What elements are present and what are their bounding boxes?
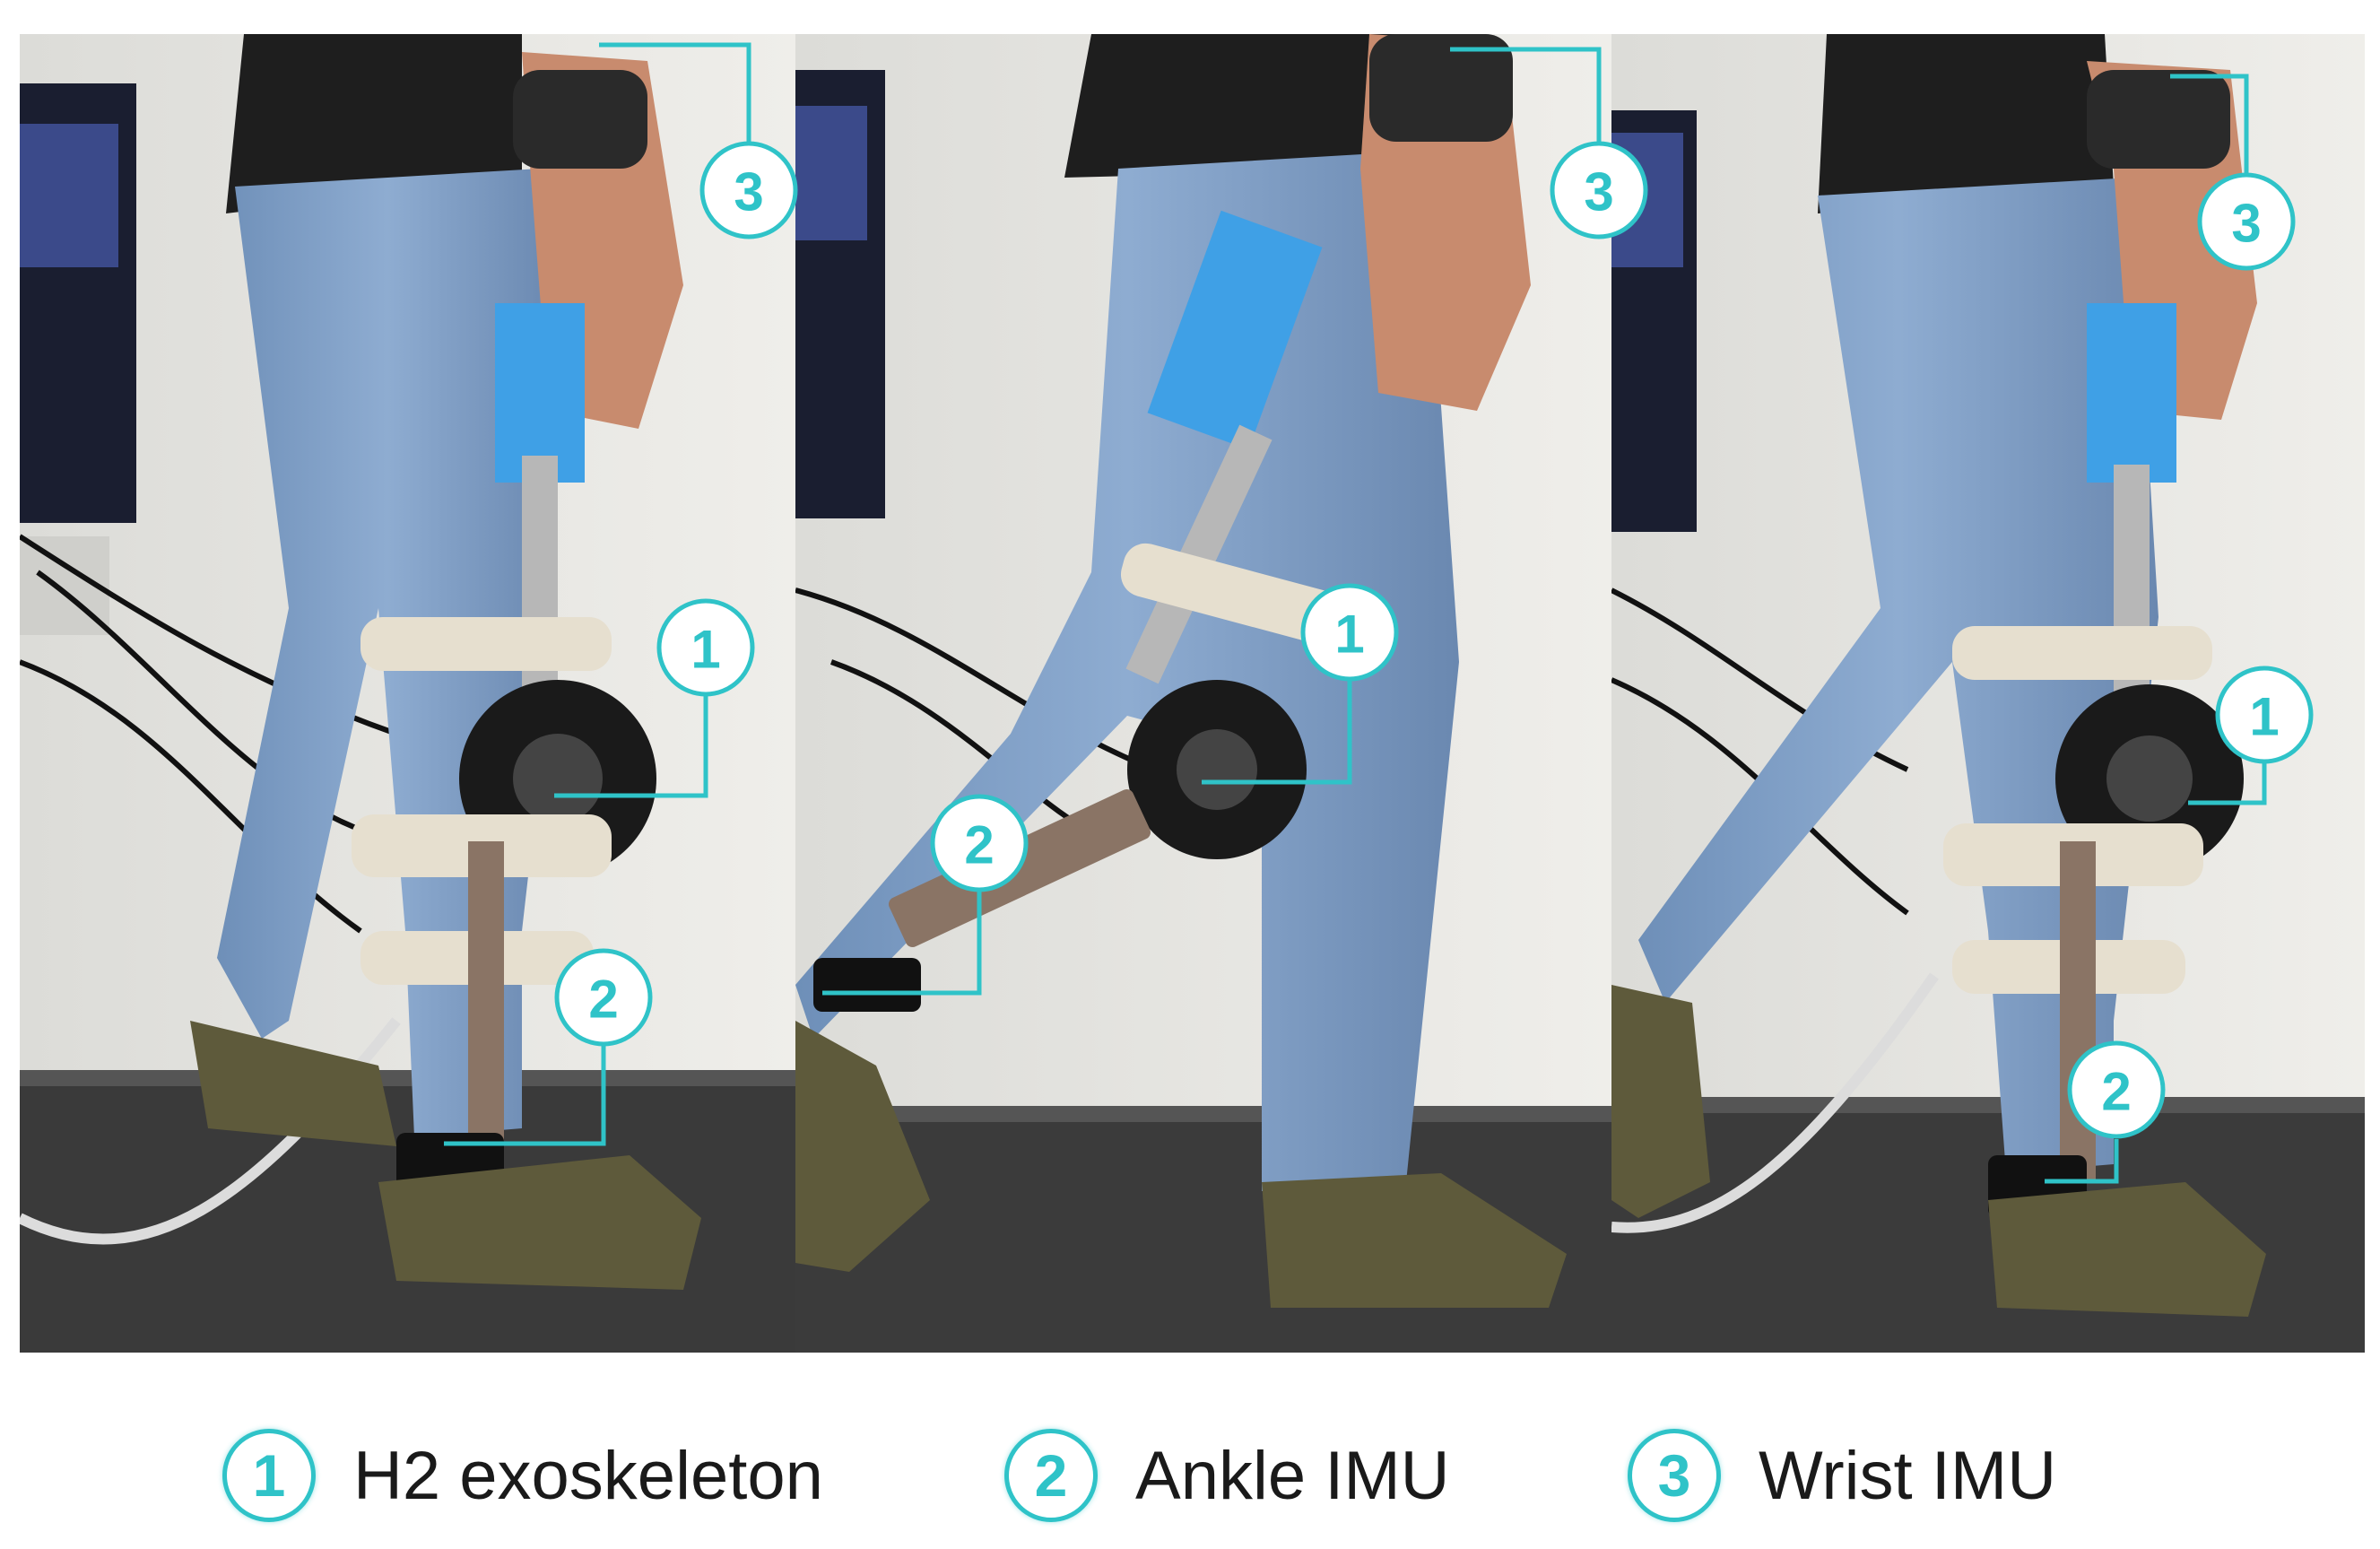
callout-2-label: 2: [2101, 1062, 2131, 1122]
callout-1-label: 1: [2249, 687, 2279, 747]
photo-scene-1: [20, 34, 795, 1353]
callout-3-label: 3: [1584, 162, 1613, 222]
callout-3: 3: [699, 141, 798, 239]
leader-line-1: [2188, 758, 2267, 805]
exo-thigh-bar: [522, 456, 558, 725]
shoe-back: [190, 1021, 396, 1146]
leader-line-2: [444, 1040, 606, 1146]
shoe-front: [1988, 1182, 2266, 1317]
treadmill-rail: [1611, 1097, 2365, 1113]
callout-1-label: 1: [691, 620, 720, 680]
callout-1: 1: [2215, 666, 2314, 764]
foam-pad: [1147, 210, 1323, 450]
callout-2-label: 2: [588, 970, 618, 1030]
exo-motor-hub: [513, 734, 603, 823]
shoe-front: [1262, 1173, 1567, 1308]
exo-motor-hub: [2106, 735, 2193, 822]
wrist-imu-band: [1369, 34, 1513, 142]
callout-2: 2: [930, 794, 1029, 892]
wrist-imu-band: [513, 70, 647, 169]
legend-label-1: H2 exoskeleton: [353, 1437, 823, 1514]
legend-badge-2: 2: [1004, 1429, 1098, 1522]
shirt: [1064, 34, 1414, 178]
cable: [1611, 972, 1939, 1233]
callout-3-label: 3: [2231, 194, 2261, 254]
leader-line-2: [822, 888, 982, 996]
thigh-strap: [1952, 626, 2212, 680]
photo-panel-2: [795, 34, 1611, 1353]
leader-line-1: [554, 692, 708, 798]
exo-thigh-bar: [1125, 424, 1273, 684]
jeans: [795, 151, 1459, 1191]
shoe-front: [378, 1155, 701, 1290]
callout-3: 3: [1550, 141, 1648, 239]
exo-motor-hub: [1177, 729, 1257, 810]
photo-scene-3: [1611, 34, 2365, 1353]
leader-line-3: [1450, 47, 1602, 144]
photo-panel-1: [20, 34, 795, 1353]
wrist-imu-band: [2087, 70, 2230, 169]
photo-panel-3: [1611, 34, 2365, 1353]
callout-1: 1: [656, 598, 755, 697]
shoe-back: [795, 1021, 930, 1272]
legend-item-1: 1 H2 exoskeleton: [222, 1422, 823, 1529]
legend-label-3: Wrist IMU: [1759, 1437, 2057, 1514]
shirt: [226, 34, 522, 213]
leader-line-3: [599, 42, 751, 144]
callout-2: 2: [2067, 1040, 2166, 1139]
photo-scene-2: [795, 34, 1611, 1353]
callout-3: 3: [2197, 172, 2296, 271]
monitor-screen: [20, 124, 118, 267]
ankle-imu: [813, 958, 921, 1012]
shirt: [1818, 34, 2114, 213]
callout-2: 2: [554, 948, 653, 1047]
shoe-back: [1611, 985, 1710, 1218]
callout-1: 1: [1300, 583, 1399, 682]
leader-line-2: [2045, 1139, 2119, 1184]
legend-label-2: Ankle IMU: [1135, 1437, 1450, 1514]
callout-2-label: 2: [964, 815, 994, 875]
legend-badge-3: 3: [1628, 1429, 1721, 1522]
leader-line-3: [2170, 74, 2249, 179]
foam-pad: [2087, 303, 2176, 483]
jeans: [1638, 178, 2159, 1173]
monitor-screen: [795, 106, 867, 240]
legend-item-3: 3 Wrist IMU: [1628, 1422, 2056, 1529]
thigh-strap: [360, 617, 612, 671]
leader-line-1: [1202, 677, 1352, 785]
callout-1-label: 1: [1334, 605, 1364, 665]
foam-pad: [495, 303, 585, 483]
callout-3-label: 3: [734, 162, 763, 222]
legend-item-2: 2 Ankle IMU: [1004, 1422, 1450, 1529]
legend-badge-1: 1: [222, 1429, 316, 1522]
exo-shank-bar: [468, 841, 504, 1155]
